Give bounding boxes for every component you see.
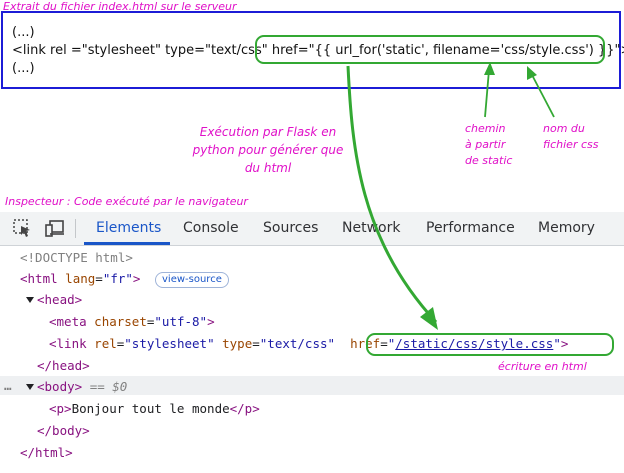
element-picker-icon[interactable] — [12, 218, 34, 238]
dom-meta[interactable]: <meta charset="utf-8"> — [49, 314, 215, 329]
ecriture-html-annotation: écriture en html — [498, 360, 587, 373]
devtools-href-highlight — [366, 333, 614, 356]
dom-html-open[interactable]: <html lang="fr"> — [20, 271, 141, 286]
html-lang-attr: lang — [65, 271, 96, 286]
tab-network[interactable]: Network — [342, 220, 401, 236]
tab-console[interactable]: Console — [183, 220, 239, 236]
chemin-arrow — [484, 69, 490, 118]
link-type-val: "text/css" — [259, 336, 336, 351]
source-line-1: (...) — [12, 25, 35, 40]
link-close: > — [560, 336, 569, 351]
meta-attr: charset — [94, 314, 147, 329]
nom-fichier-arrow — [530, 72, 555, 118]
selected-marker: == $0 — [89, 379, 128, 394]
nom-line-2: fichier css — [543, 138, 599, 151]
chemin-arrow-head — [484, 62, 495, 75]
row-ellipsis[interactable]: … — [4, 378, 12, 393]
selected-row-highlight — [0, 376, 624, 395]
chemin-line-3: de static — [465, 154, 513, 167]
flask-annotation-line-1: Exécution par Flask en — [199, 125, 337, 139]
source-href-highlight — [255, 35, 605, 64]
link-type-attr: type — [222, 336, 253, 351]
flask-annotation-line-2: python pour générer que — [192, 143, 344, 157]
source-line-3: (...) — [12, 61, 35, 76]
dom-head-close[interactable]: </head> — [37, 358, 90, 373]
link-href-quote-open: " — [387, 336, 396, 351]
html-lang-val: "fr" — [102, 271, 133, 286]
link-rel-attr: rel — [94, 336, 117, 351]
devtools-toolbar: Elements Console Sources Network Perform… — [0, 212, 624, 246]
link-href-value[interactable]: /static/css/style.css — [395, 336, 554, 351]
p-text: Bonjour tout le monde — [71, 401, 230, 416]
tab-elements[interactable]: Elements — [96, 220, 162, 236]
flask-annotation-line-3: du html — [244, 161, 292, 175]
body-expand-triangle[interactable] — [26, 384, 34, 390]
body-tag: <body> — [37, 379, 83, 394]
source-link-prefix: <link rel ="stylesheet" type="text/css" — [12, 43, 272, 58]
meta-close: > — [207, 314, 215, 329]
source-title-annotation: Extrait du fichier index.html sur le ser… — [3, 0, 237, 13]
html-open-close: > — [132, 271, 141, 286]
dom-doctype[interactable]: <!DOCTYPE html> — [20, 250, 133, 265]
flask-annotation: Exécution par Flask en python pour génér… — [188, 123, 348, 177]
view-source-button[interactable]: view-source — [155, 272, 229, 288]
dom-link[interactable]: <link rel="stylesheet" type="text/css" h… — [49, 336, 569, 351]
tab-sources[interactable]: Sources — [263, 220, 319, 236]
nom-fichier-annotation: nom du fichier css — [543, 121, 598, 153]
nom-line-1: nom du — [543, 122, 585, 135]
meta-val: "utf-8" — [154, 314, 208, 329]
toolbar-separator — [75, 219, 76, 238]
dom-body-close[interactable]: </body> — [37, 423, 90, 438]
meta-tag: <meta — [49, 314, 87, 329]
chemin-line-1: chemin — [465, 122, 506, 135]
chemin-annotation: chemin à partir de static — [465, 121, 512, 169]
inspector-title-annotation: Inspecteur : Code exécuté par le navigat… — [5, 195, 248, 208]
tab-performance[interactable]: Performance — [426, 220, 515, 236]
active-tab-indicator — [84, 242, 170, 245]
dom-paragraph[interactable]: <p>Bonjour tout le monde</p> — [49, 401, 260, 416]
flask-arrow — [346, 65, 438, 324]
tab-memory[interactable]: Memory — [538, 220, 595, 236]
devtools-panel: Elements Console Sources Network Perform… — [0, 212, 624, 473]
html-tag: <html — [20, 271, 58, 286]
dom-html-close[interactable]: </html> — [20, 445, 73, 460]
chemin-line-2: à partir — [465, 138, 506, 151]
device-toolbar-icon[interactable] — [44, 218, 66, 238]
p-open-tag: <p> — [49, 401, 72, 416]
p-close-tag: </p> — [229, 401, 260, 416]
link-href-quote-close: " — [553, 336, 561, 351]
link-rel-val: "stylesheet" — [124, 336, 215, 351]
dom-head-open[interactable]: <head> — [37, 292, 83, 307]
flask-arrow-head — [420, 307, 438, 330]
dom-body-open[interactable]: <body> == $0 — [37, 379, 127, 394]
nom-fichier-arrow-head — [527, 66, 537, 80]
head-expand-triangle[interactable] — [26, 297, 34, 303]
link-tag: <link — [49, 336, 87, 351]
